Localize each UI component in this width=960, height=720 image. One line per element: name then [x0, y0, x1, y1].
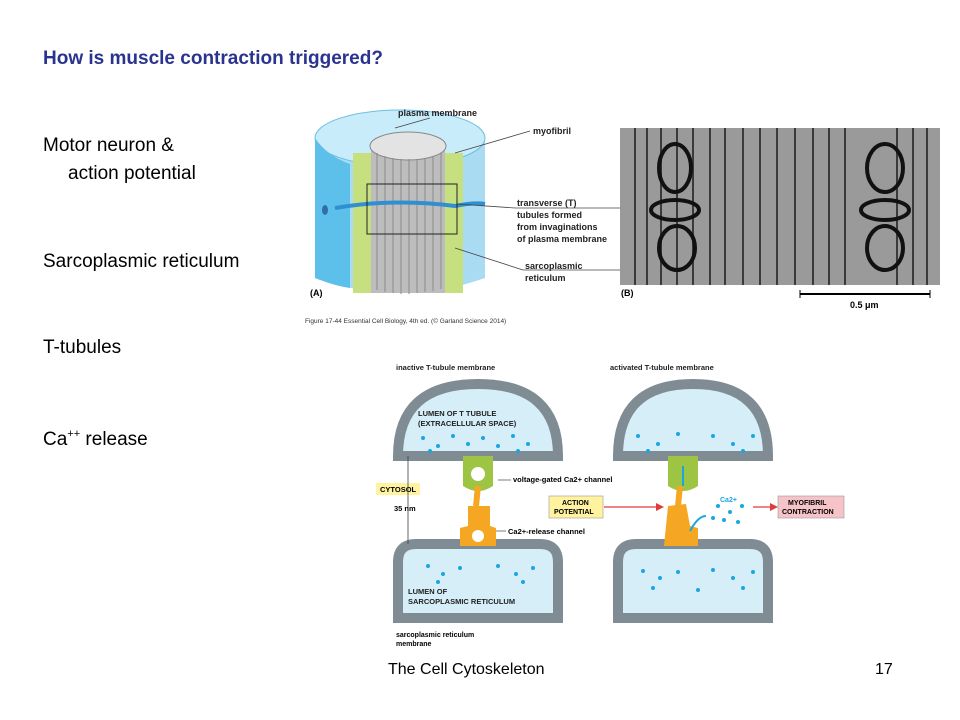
- sr-membrane-label-2: membrane: [396, 641, 432, 648]
- bullet-sarcoplasmic-reticulum: Sarcoplasmic reticulum: [43, 251, 240, 272]
- panel-b-label: (B): [621, 288, 634, 298]
- lumen-t-label-2: (EXTRACELLULAR SPACE): [418, 419, 517, 428]
- sr-membrane-label-1: sarcoplasmic reticulum: [396, 632, 474, 639]
- calcium-ions: [421, 432, 755, 592]
- bullet-ca-release: Ca++ release: [43, 420, 148, 454]
- cytosol-label-box: [376, 483, 420, 495]
- t-tubule-label-2: tubules formed: [517, 210, 582, 220]
- action-potential-box: [548, 495, 604, 519]
- excitation-contraction-diagram: inactive T-tubule membrane activated T-t…: [376, 363, 845, 648]
- bullet-t-tubules: T-tubules: [43, 337, 122, 358]
- bullet-motor-neuron: Motor neuron & action potential: [43, 132, 196, 188]
- ca-base: Ca: [43, 429, 68, 450]
- myofibril-contraction-line1: MYOFIBRIL: [788, 500, 827, 507]
- action-potential-line1: ACTION: [562, 500, 589, 507]
- inactive-membrane-label: inactive T-tubule membrane: [396, 363, 495, 372]
- panel-a-label: (A): [310, 288, 323, 298]
- myofibril-contraction-line2: CONTRACTION: [782, 509, 834, 516]
- scale-label: 0.5 μm: [850, 300, 879, 310]
- t-tubule-label-4: of plasma membrane: [517, 234, 607, 244]
- voltage-gated-channel-left: [463, 456, 493, 491]
- lumen-t-label-1: LUMEN OF T TUBULE: [418, 409, 496, 418]
- bullet-motor-line2: action potential: [68, 163, 196, 184]
- t-tubule-label-1: transverse (T): [517, 198, 577, 208]
- figure-caption: Figure 17-44 Essential Cell Biology, 4th…: [305, 317, 506, 325]
- slide-title: How is muscle contraction triggered?: [43, 48, 383, 69]
- sr-label-2: reticulum: [525, 273, 566, 283]
- voltage-gated-channel-right: [668, 456, 698, 491]
- t-tubule-label-3: from invaginations: [517, 222, 598, 232]
- footer-title: The Cell Cytoskeleton: [388, 661, 545, 678]
- sr-label-1: sarcoplasmic: [525, 261, 583, 271]
- release-channel-right: [664, 485, 707, 546]
- cytosol-label: CYTOSOL: [380, 485, 417, 494]
- ca-ion-label: Ca2+: [720, 497, 737, 504]
- release-channel-left: [460, 485, 496, 546]
- myofibril-contraction-box: [777, 495, 845, 519]
- lumen-sr-label-1: LUMEN OF: [408, 587, 448, 596]
- lumen-sr-label-2: SARCOPLASMIC RETICULUM: [408, 597, 515, 606]
- plasma-membrane-label: plasma membrane: [398, 108, 477, 118]
- micrograph-panel-b: (B) 0.5 μm: [620, 128, 940, 310]
- muscle-fiber-figure: (A) plasma membrane myofibril transverse…: [305, 108, 940, 325]
- voltage-gated-label: voltage-gated Ca2+ channel: [513, 475, 612, 484]
- distance-label: 35 nm: [394, 504, 416, 513]
- bullet-motor-line1: Motor neuron &: [43, 135, 174, 156]
- activated-membrane-label: activated T-tubule membrane: [610, 363, 714, 372]
- action-potential-line2: POTENTIAL: [554, 509, 594, 516]
- release-channel-label: Ca2+-release channel: [508, 527, 585, 536]
- ca-superscript: ++: [67, 428, 81, 440]
- page-number: 17: [875, 661, 893, 678]
- ca-rest: release: [80, 429, 148, 450]
- panel-a-illustration: (A): [310, 109, 486, 298]
- myofibril-label: myofibril: [533, 126, 571, 136]
